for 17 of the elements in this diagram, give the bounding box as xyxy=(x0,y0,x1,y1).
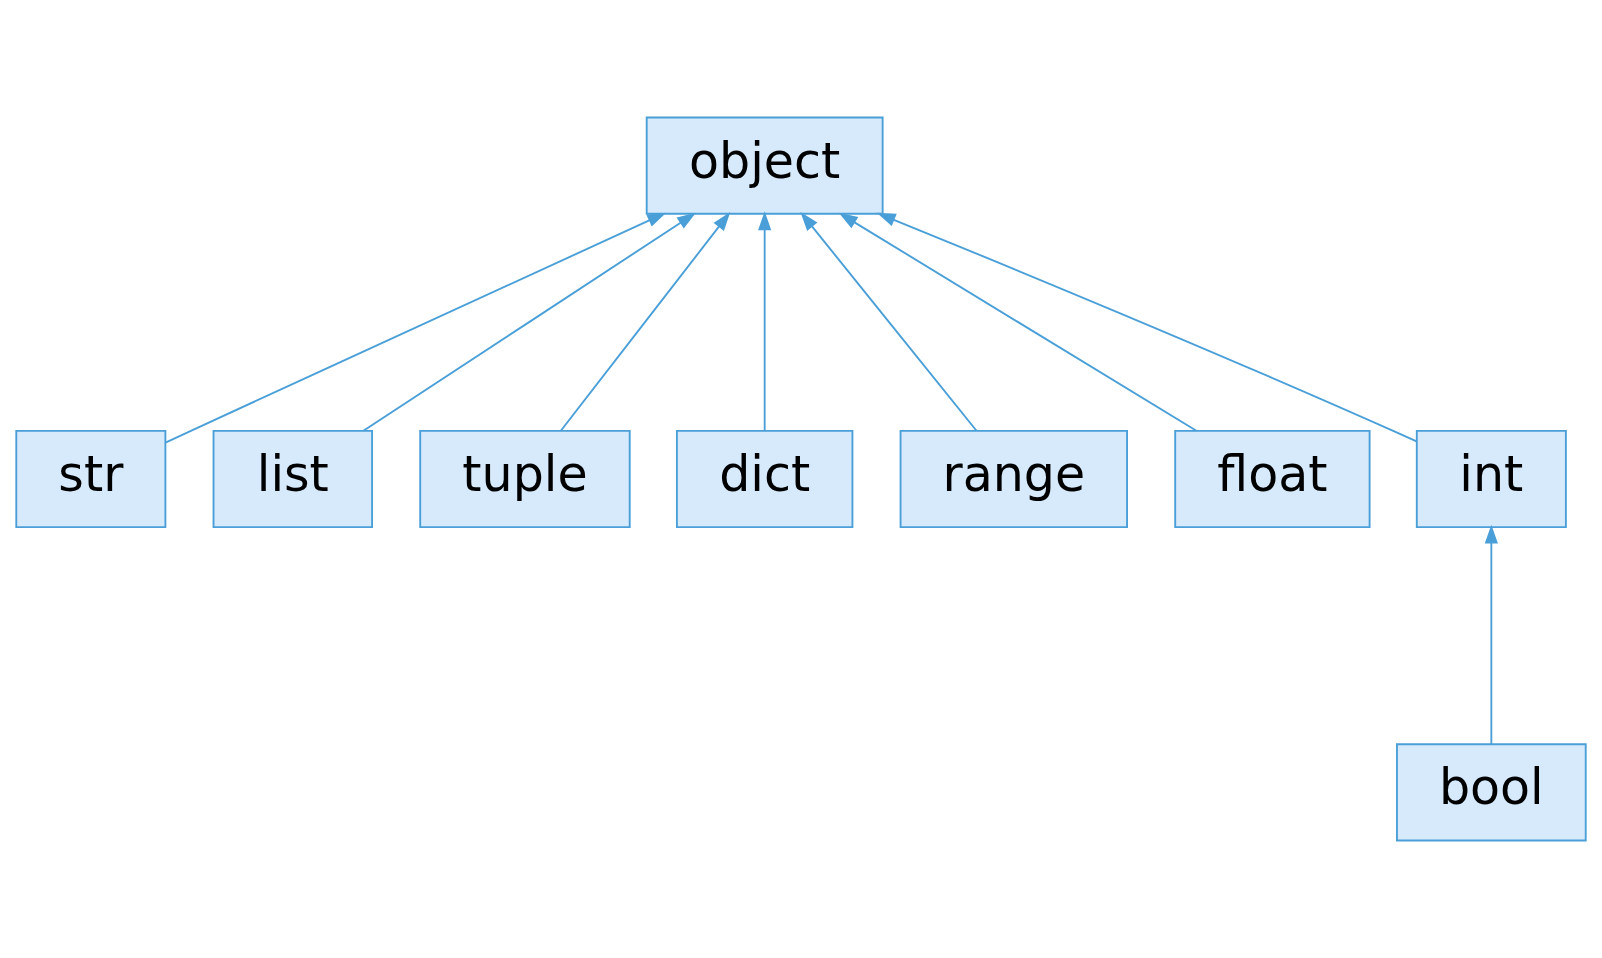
node-box: tuple xyxy=(419,429,631,529)
arrow xyxy=(800,212,978,432)
arrow xyxy=(362,212,696,432)
arrow xyxy=(876,212,1418,443)
arrow xyxy=(164,212,667,444)
arrow xyxy=(838,212,1198,432)
node-box: int xyxy=(1415,429,1567,529)
arrow xyxy=(559,211,731,432)
arrow xyxy=(1484,524,1498,746)
node-box: object xyxy=(645,116,884,215)
arrow xyxy=(758,211,772,432)
node-box: str xyxy=(15,429,167,529)
node-box: bool xyxy=(1396,743,1587,842)
node-box: range xyxy=(899,429,1128,529)
node-box: float xyxy=(1174,429,1371,529)
node-box: list xyxy=(212,429,373,529)
node-box: dict xyxy=(675,429,854,529)
